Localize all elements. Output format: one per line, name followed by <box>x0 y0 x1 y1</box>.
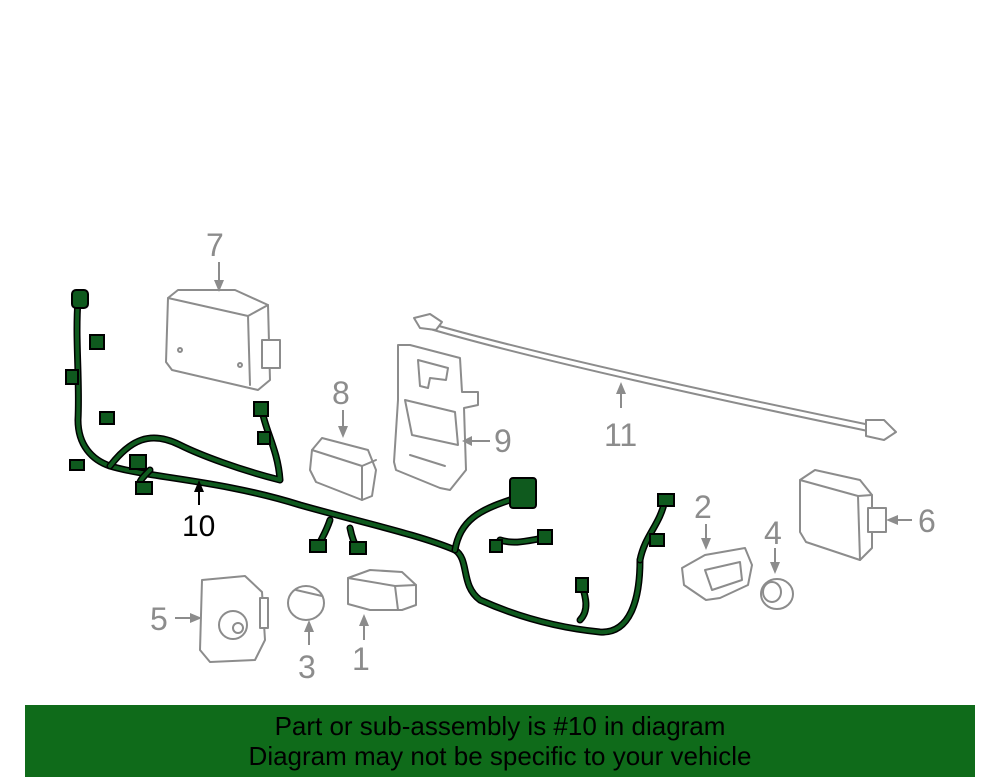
callout-8[interactable]: 8 <box>332 375 350 411</box>
part-11-cable[interactable] <box>413 313 897 441</box>
callout-11[interactable]: 11 <box>604 417 637 453</box>
part-4-grommet[interactable] <box>760 578 794 610</box>
callout-7[interactable]: 7 <box>206 227 224 263</box>
part-8-module[interactable] <box>309 437 377 501</box>
callout-1[interactable]: 1 <box>352 641 370 677</box>
callout-10[interactable]: 10 <box>182 510 215 543</box>
part-10-harness[interactable] <box>65 289 675 636</box>
callout-9[interactable]: 9 <box>494 423 512 459</box>
part-6-module[interactable] <box>799 469 887 561</box>
part-9-bracket[interactable] <box>393 344 479 491</box>
callout-2[interactable]: 2 <box>694 489 712 525</box>
part-5-retainer[interactable] <box>199 575 269 663</box>
banner-line-2: Diagram may not be specific to your vehi… <box>248 741 752 771</box>
part-2-sensor[interactable] <box>681 547 753 601</box>
callout-5[interactable]: 5 <box>150 601 168 637</box>
callout-4[interactable]: 4 <box>764 515 782 551</box>
banner-line-1: Part or sub-assembly is #10 in diagram <box>274 711 726 741</box>
callout-6[interactable]: 6 <box>918 503 936 539</box>
callout-3[interactable]: 3 <box>298 649 316 685</box>
part-7-module[interactable] <box>165 289 281 391</box>
info-banner: Part or sub-assembly is #10 in diagram D… <box>25 705 975 777</box>
part-1-block[interactable] <box>347 569 417 611</box>
part-3-cap[interactable] <box>287 585 325 621</box>
